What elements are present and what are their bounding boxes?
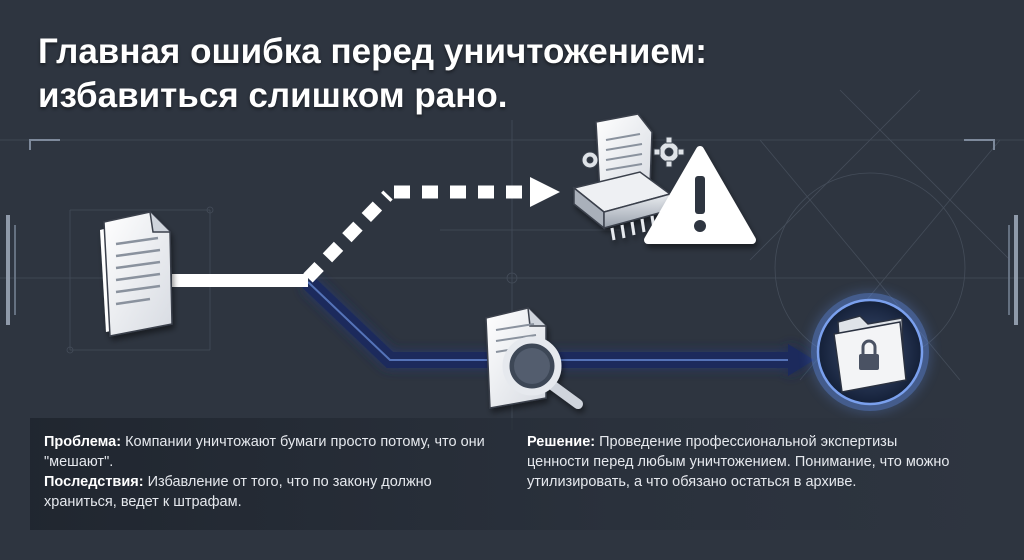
locked-folder-icon xyxy=(811,293,929,411)
problem-paragraph: Проблема: Компании уничтожают бумаги про… xyxy=(44,432,504,472)
consequence-paragraph: Последствия: Избавление от того, что по … xyxy=(44,472,504,512)
frame-bars xyxy=(6,139,1018,325)
gear-icon xyxy=(581,136,685,169)
solution-text: Проведение профессиональной экспертизы ц… xyxy=(527,434,950,490)
consequence-label: Последствия: xyxy=(44,474,144,490)
bad-path-arrow xyxy=(303,185,528,283)
solution-caption: Решение: Проведение профессиональной экс… xyxy=(527,432,957,492)
document-icon xyxy=(100,211,173,337)
problem-text: Компании уничтожают бумаги просто потому… xyxy=(44,434,485,470)
magnifier-document-icon xyxy=(485,307,583,409)
problem-caption: Проблема: Компании уничтожают бумаги про… xyxy=(44,432,504,512)
title-line-1: Главная ошибка перед уничтожением: xyxy=(38,32,707,71)
page-title: Главная ошибка перед уничтожением: избав… xyxy=(38,30,707,118)
caption-band xyxy=(30,418,994,530)
title-line-2: избавиться слишком рано. xyxy=(38,76,508,115)
solution-paragraph: Решение: Проведение профессиональной экс… xyxy=(527,432,957,492)
solution-label: Решение: xyxy=(527,434,596,450)
bad-path-arrowhead xyxy=(530,177,560,207)
warning-icon xyxy=(644,146,756,244)
consequence-text: Избавление от того, что по закону должно… xyxy=(44,474,432,510)
shredder-icon xyxy=(572,113,672,241)
problem-label: Проблема: xyxy=(44,434,122,450)
good-path-arrow xyxy=(302,276,814,376)
solid-path xyxy=(172,274,308,287)
